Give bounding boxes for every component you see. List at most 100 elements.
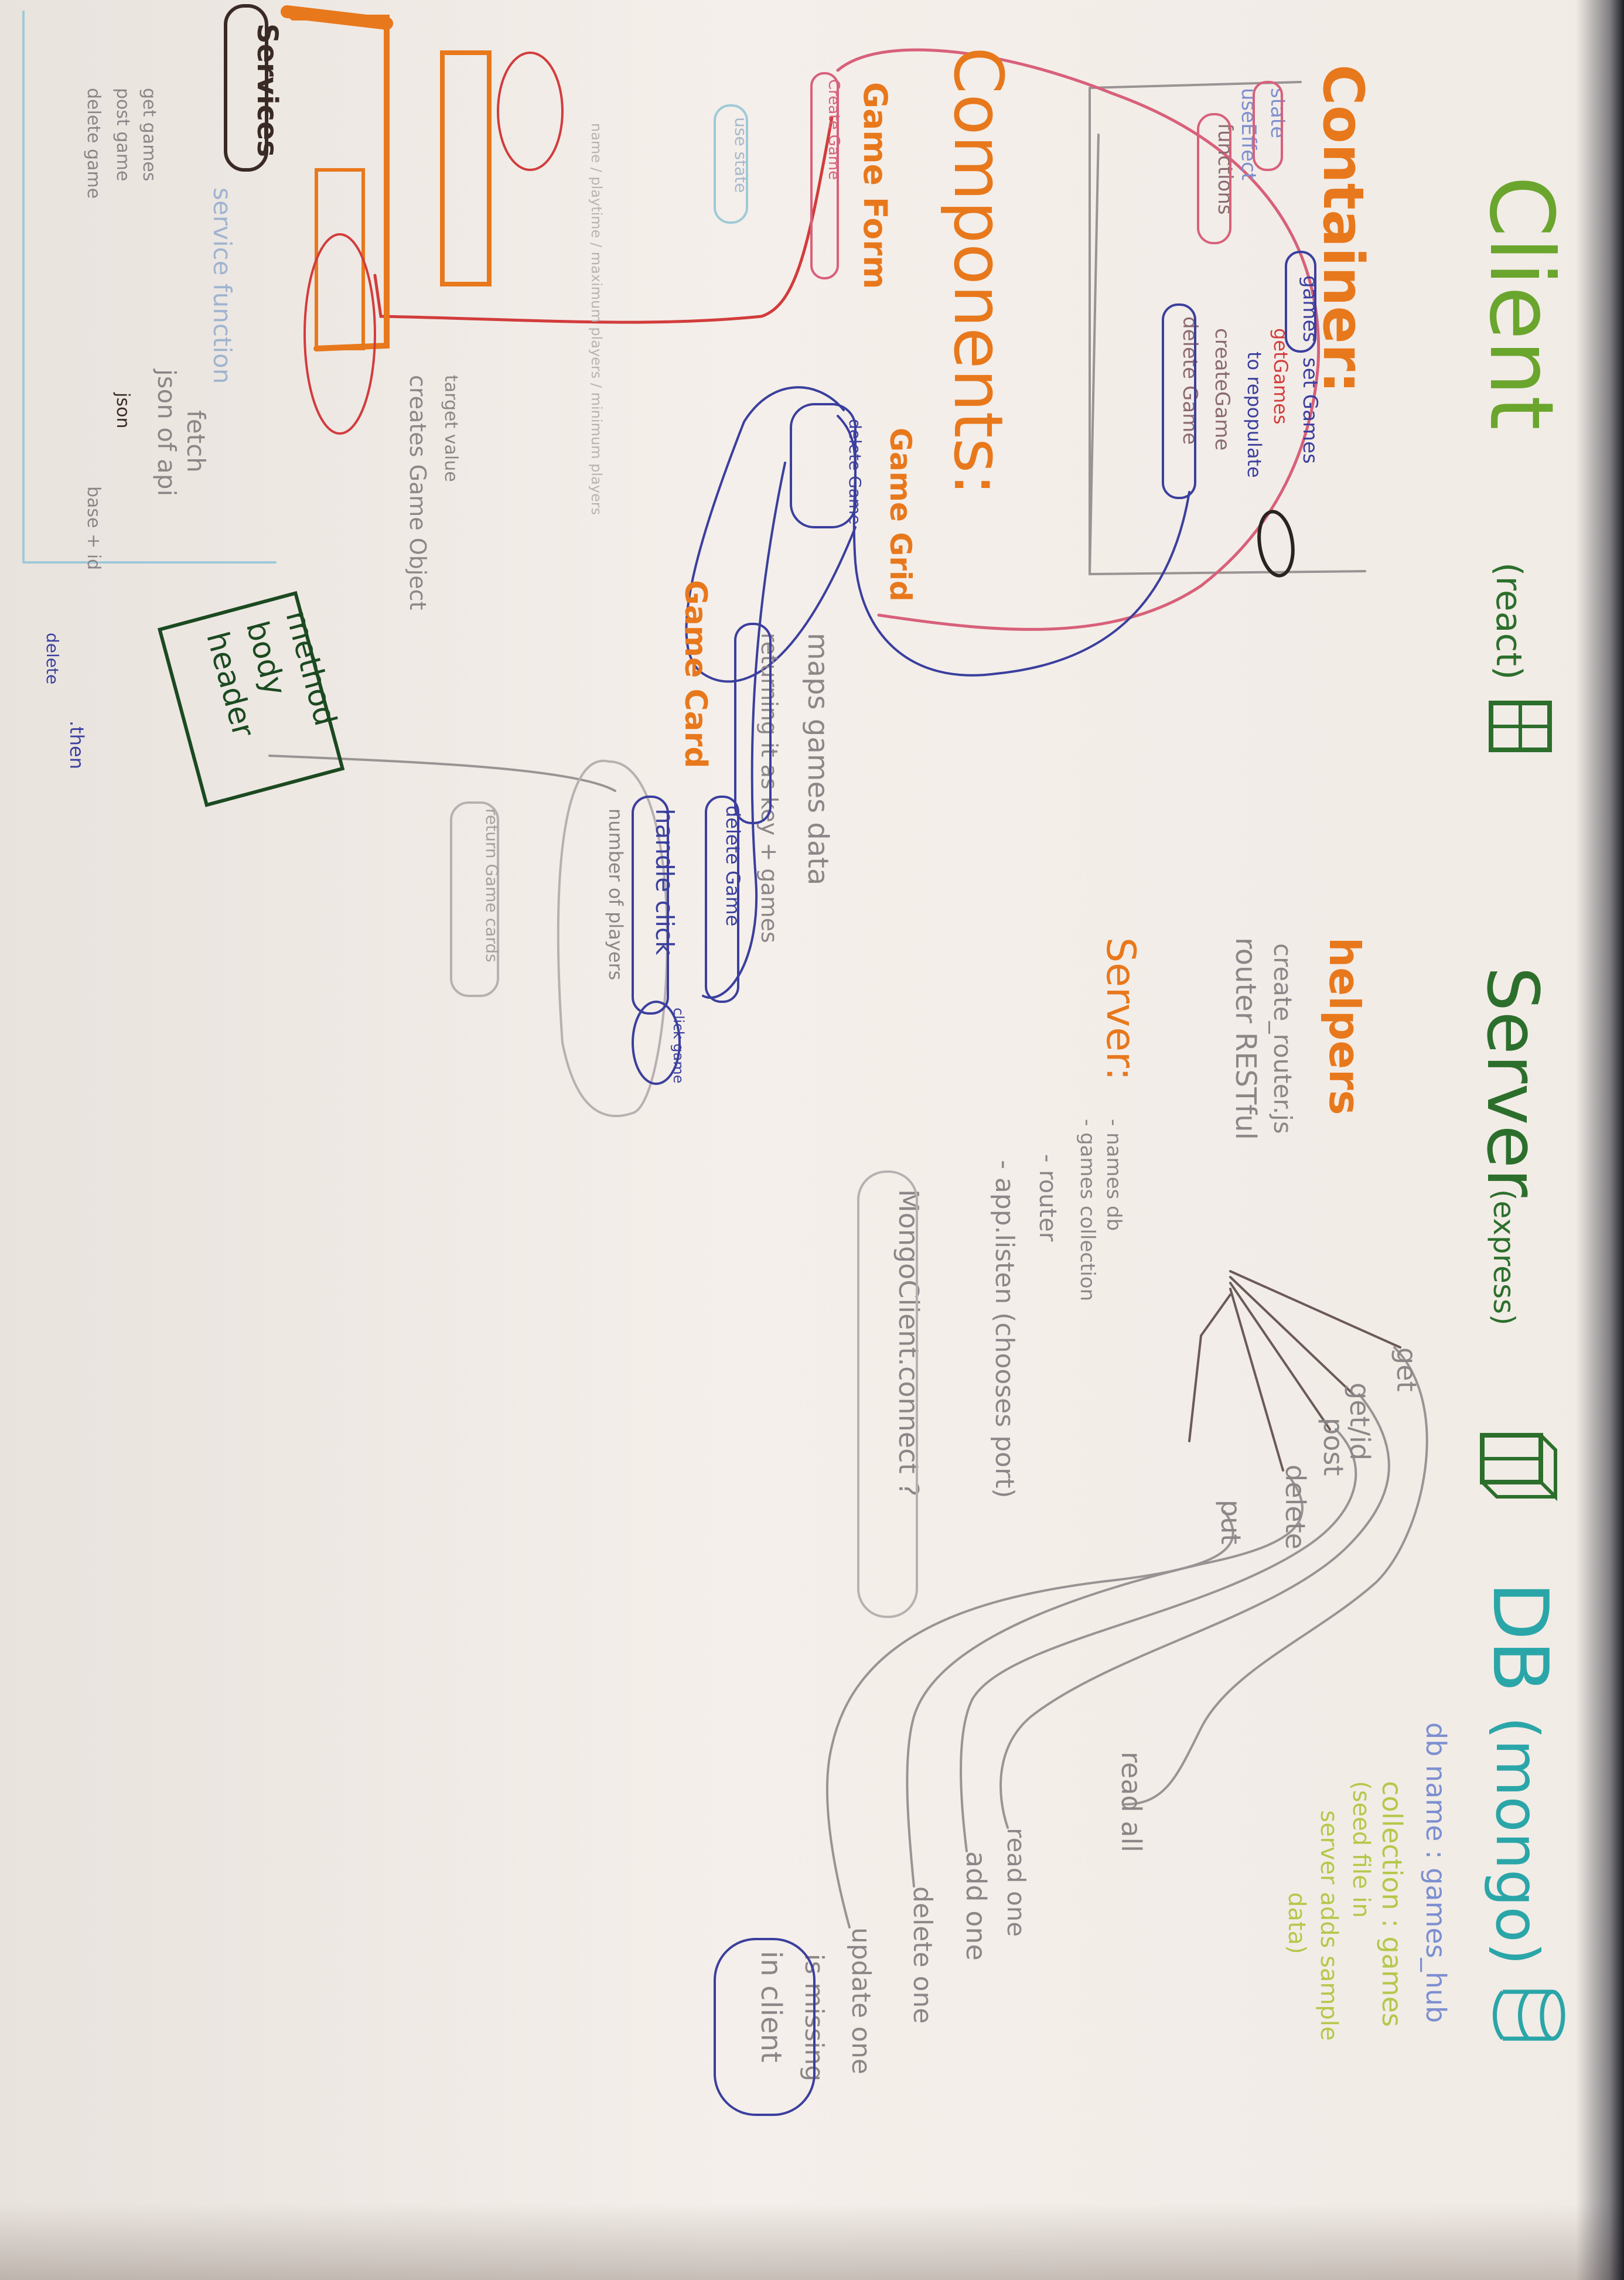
game-card-label: Game Card <box>678 580 713 768</box>
target-value-label: target value <box>441 375 461 482</box>
in-client-label: in client <box>755 1951 787 2063</box>
service-post-game-label: post game <box>112 88 133 181</box>
op-update-one-row: update one <box>846 1927 876 2074</box>
target-value-row: target value <box>441 375 461 482</box>
collection-label: collection : games <box>1376 1781 1408 2027</box>
components-label: Components: <box>939 47 1017 496</box>
op-read-all-label: read all <box>1115 1752 1147 1852</box>
game-form-label: Game Form <box>857 82 894 289</box>
components-section: Components: <box>939 47 1017 496</box>
games-pill <box>1285 251 1316 353</box>
route-get-label: get <box>1391 1347 1422 1392</box>
game-card-delete-label: delete Game <box>722 805 744 926</box>
service-delete-game-label: delete game <box>83 88 104 199</box>
game-card-delete-row: delete Game <box>722 805 744 926</box>
service-function-row: service function <box>208 187 237 384</box>
get-games-label: getGames <box>1270 328 1292 424</box>
op-read-one-row: read one <box>1002 1828 1031 1937</box>
route-post-label: post <box>1318 1418 1349 1476</box>
container-create-row: createGame <box>1210 328 1234 450</box>
seed-line-2-row: server adds sample <box>1315 1810 1342 2041</box>
connector-lines <box>22 11 1428 1929</box>
collection-row: collection : games <box>1376 1781 1408 2027</box>
blue-link-line-2 <box>685 386 857 683</box>
route-db-line-post <box>960 1428 1357 1852</box>
route-delete-label: delete <box>1280 1465 1311 1549</box>
route-getid-label: get/id <box>1344 1383 1376 1460</box>
creates-game-object-label: creates Game Object <box>405 375 431 610</box>
container-functions-row: functions <box>1213 123 1237 215</box>
handle-click-label: handle click <box>650 808 679 955</box>
red-ellipse-lower <box>303 233 376 435</box>
red-ellipse-upper <box>497 52 564 171</box>
route-db-line-put <box>825 1510 1234 1929</box>
create-router-label: create_router.js <box>1268 943 1297 1134</box>
router-restful-row: router RESTful <box>1229 937 1262 1140</box>
create-game-pill <box>810 72 839 279</box>
service-function-label: service function <box>208 187 237 384</box>
op-add-one-label: add one <box>960 1851 992 1961</box>
route-post-row: post <box>1318 1418 1349 1476</box>
route-db-line-get <box>1124 1346 1428 1805</box>
request-box-frame <box>157 591 345 807</box>
route-delete-row: delete <box>1280 1465 1311 1549</box>
return-game-cards-label: return Game cards <box>482 808 501 962</box>
fetch-row: fetch <box>182 410 210 473</box>
paper-edge-shadow <box>1576 0 1624 2280</box>
router-label: - router <box>1034 1154 1061 1242</box>
returning-pill <box>734 623 772 824</box>
router-row: - router <box>1034 1154 1061 1242</box>
game-grid-heading: Game Grid <box>883 428 917 602</box>
services-pill <box>224 4 268 172</box>
orange-box <box>440 50 492 286</box>
mongo-client-pill <box>857 1170 918 1618</box>
orange-shapes <box>281 5 492 351</box>
form-fields-label: name / playtime / maximum players / mini… <box>588 123 605 515</box>
route-get-row: get <box>1391 1347 1422 1392</box>
route-put-label: put <box>1215 1500 1247 1544</box>
container-delete-row: delete Game <box>1178 316 1202 445</box>
route-db-line-getid <box>999 1393 1390 1829</box>
seed-line-3: data) <box>1283 1892 1310 1954</box>
in-client-row: in client <box>755 1951 787 2063</box>
state-label: state <box>1266 88 1289 138</box>
op-update-one-label: update one <box>846 1927 876 2074</box>
names-db-row: - names db <box>1102 1119 1125 1231</box>
helpers-heading: helpers <box>1320 937 1369 1115</box>
orange-outline-box <box>315 168 365 350</box>
client-window-icon <box>1489 701 1552 752</box>
lightblue-link-line <box>22 11 277 564</box>
creates-game-object-row: creates Game Object <box>405 375 431 610</box>
mongo-client-label: MongoClient.connect ? <box>893 1189 924 1497</box>
use-state-pill <box>714 104 748 224</box>
service-json-label: json <box>112 392 133 428</box>
then-row: .then <box>66 721 88 769</box>
container-getgames-row: getGames <box>1270 328 1292 424</box>
delete-game-pill <box>1162 303 1196 499</box>
form-fields-row: name / playtime / maximum players / mini… <box>588 123 605 515</box>
state-pill <box>1253 81 1283 171</box>
db-cylinder-icon <box>1493 1989 1565 2041</box>
seed-line-1-row: (seed file in <box>1347 1781 1374 1918</box>
handle-click-row: handle click <box>650 808 679 955</box>
server-heading: Server (express) <box>1471 967 1557 1501</box>
router-fan-lines <box>1188 1270 1401 1472</box>
container-section: Container: <box>1311 64 1375 394</box>
client-subtitle: (react) <box>1488 562 1529 680</box>
game-grid-delete-pill <box>790 403 857 528</box>
op-delete-one-label: delete one <box>907 1886 937 2023</box>
service-base-id-label: base + id <box>83 486 104 570</box>
seed-line-1: (seed file in <box>1347 1781 1374 1918</box>
grey-link-line <box>268 755 616 792</box>
op-read-all-row: read all <box>1115 1752 1147 1852</box>
request-box: method body header <box>157 591 345 807</box>
names-db-label: - names db <box>1102 1119 1125 1231</box>
seed-line-2: server adds sample <box>1315 1810 1342 2041</box>
helpers-label: helpers <box>1320 937 1369 1115</box>
op-delete-one-row: delete one <box>907 1886 937 2023</box>
service-get-games-label: get games <box>139 88 159 182</box>
games-collection-row: - games collection <box>1076 1119 1099 1301</box>
to-repopulate-label: to repopulate <box>1243 351 1265 478</box>
game-card-outline <box>557 759 668 1117</box>
handle-click-pill <box>632 796 669 1015</box>
